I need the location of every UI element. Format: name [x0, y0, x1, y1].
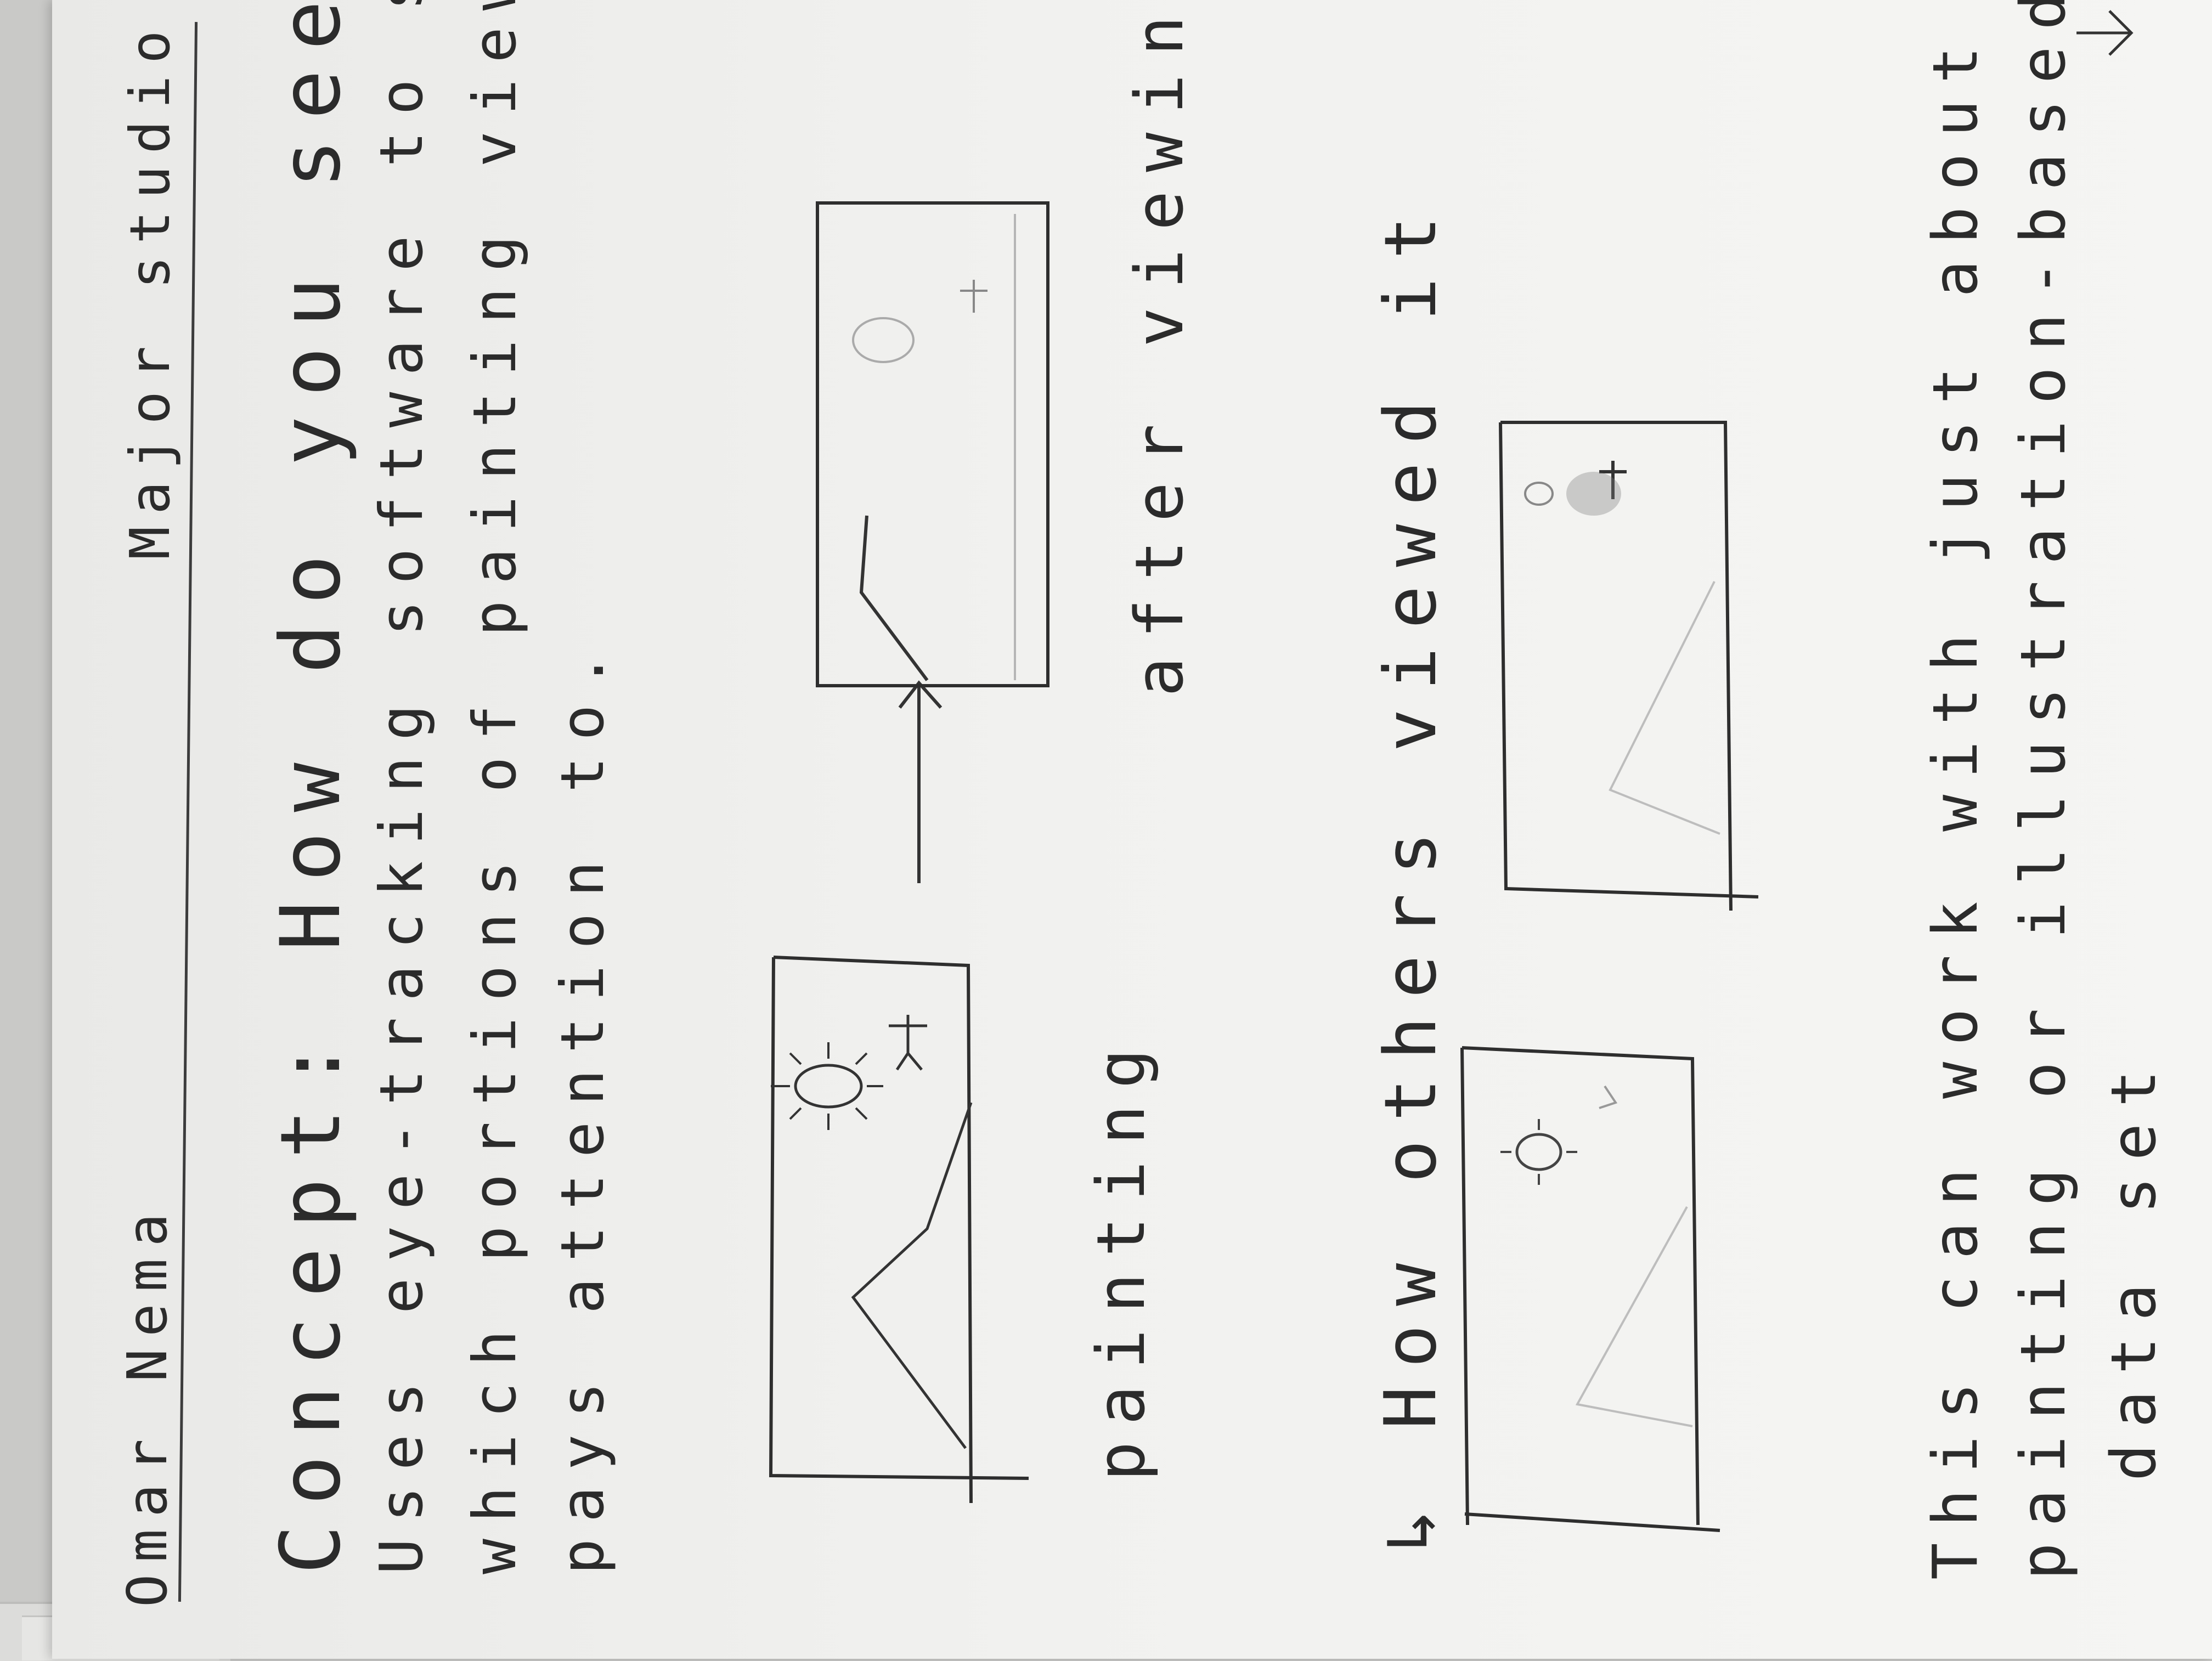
- viewer-sketch-1: [1460, 1046, 1720, 1532]
- faint-figure: [960, 280, 988, 313]
- stick-figure: [1599, 461, 1627, 499]
- sun-rays: [771, 1042, 883, 1130]
- faint-mountain: [1609, 581, 1720, 835]
- author-name: Omar Nema: [115, 1201, 179, 1607]
- frame-left-bottom: [1460, 1047, 1720, 1532]
- sun-shape: [1515, 1133, 1562, 1171]
- arrow-icon: [898, 680, 943, 883]
- footer-line-3: data set: [2098, 1053, 2170, 1481]
- notebook-page: Omar Nema Major studio o 01B Concept: Ho…: [52, 0, 2212, 1659]
- concept-line-1: Concept: How do you see a painting?: [263, 0, 359, 1574]
- concept-line-4: pays attention to.: [549, 636, 617, 1574]
- concept-line-2: Uses eye-tracking software to show: [368, 0, 436, 1574]
- course-label: Major studio o 01B: [118, 0, 182, 560]
- concept-line-3: which portions of painting viewer: [461, 0, 529, 1574]
- frame: [816, 201, 1049, 687]
- sun-rays: [1500, 1119, 1577, 1185]
- painting-sketch: [769, 956, 1029, 1504]
- mountain-ridge: [851, 1102, 973, 1449]
- frame-left-bottom: [1499, 422, 1759, 899]
- frame-top-right: [1500, 421, 1733, 911]
- attention-smudge: [1566, 472, 1621, 516]
- after-viewing-sketch: [816, 201, 1049, 687]
- frame-top-right: [1462, 1046, 1700, 1526]
- after-viewing-label: after viewing: [1122, 0, 1198, 697]
- faint-mountain: [1575, 1206, 1693, 1427]
- how-others-label: ↳ How others viewed it: [1369, 197, 1452, 1552]
- frame-left-bottom: [769, 957, 1029, 1480]
- mountain-fragment: [859, 515, 929, 681]
- stick-figure: [889, 1015, 927, 1071]
- footer-line-1: This can work with just about any: [1920, 0, 1991, 1580]
- corner-arrow-icon: [2076, 10, 2134, 56]
- faint-sun: [1524, 482, 1554, 506]
- footer-line-2: painting or illustration-based: [2008, 0, 2079, 1580]
- sun-shape: [794, 1064, 863, 1109]
- faint-figure: [1599, 1085, 1618, 1109]
- viewer-sketch-2: [1499, 421, 1759, 911]
- faint-sun: [852, 317, 915, 363]
- painting-label: painting: [1084, 1032, 1160, 1481]
- frame-top-right: [773, 956, 973, 1504]
